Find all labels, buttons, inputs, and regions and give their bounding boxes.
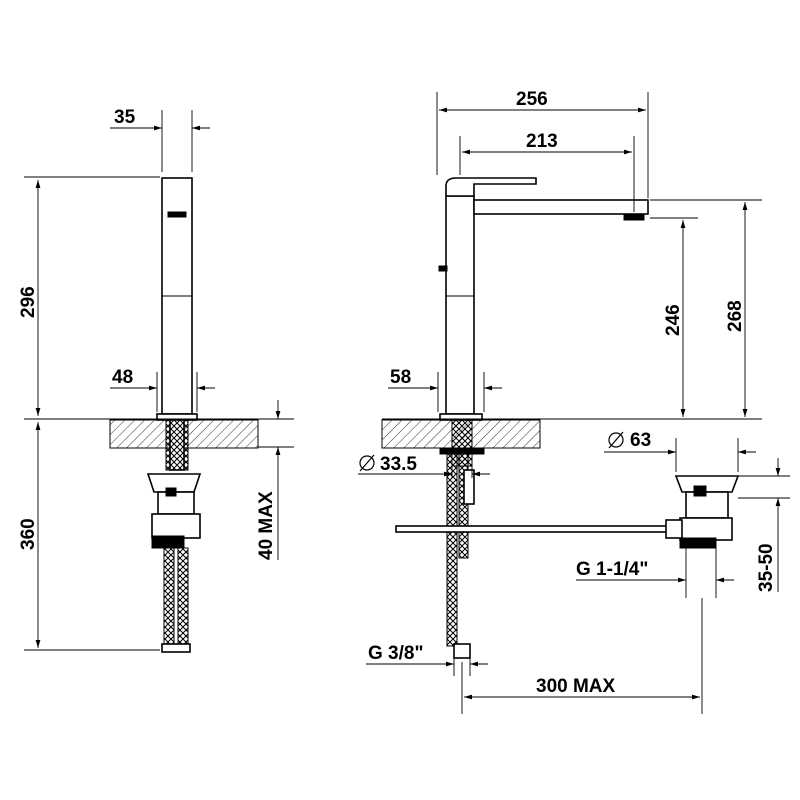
dim-drain-range: 35-50 xyxy=(756,543,777,592)
aerator-lever xyxy=(438,265,448,272)
dim-counter-max: 40 MAX xyxy=(256,491,277,560)
handle-lever xyxy=(445,177,537,197)
dim-below-counter: 360 xyxy=(18,518,39,550)
hose-left-2 xyxy=(177,547,189,647)
dim-height-left: 296 xyxy=(18,286,39,318)
dim-base-left: 48 xyxy=(112,367,133,388)
drain-nut xyxy=(151,513,201,539)
pull-rod xyxy=(463,469,475,505)
drain-plug xyxy=(165,487,177,497)
faucet-body-side xyxy=(445,195,475,415)
drain-tail xyxy=(151,535,185,549)
dim-hose-length: 300 MAX xyxy=(536,676,616,697)
handle-slot xyxy=(167,211,187,218)
hose-right-1 xyxy=(446,453,458,647)
hose-fitting-side xyxy=(453,643,471,659)
dim-spout-height: 246 xyxy=(663,304,684,336)
dim-drain-thread: G 1-1/4" xyxy=(576,559,648,580)
shank-thread xyxy=(165,419,189,471)
diameter-symbol xyxy=(608,431,624,449)
front-view: 35 296 48 360 40 MAX xyxy=(18,107,294,653)
dim-base-right: 58 xyxy=(390,367,411,388)
aerator xyxy=(623,213,645,221)
fixing-nut xyxy=(439,447,485,455)
side-view: 256 213 58 246 268 33.5 xyxy=(358,89,790,714)
hose-fitting xyxy=(161,643,191,653)
drain-flange-side xyxy=(674,475,740,493)
drain-nut-side xyxy=(679,517,733,541)
hose-left-1 xyxy=(163,547,175,647)
drain-plug-side xyxy=(693,485,707,497)
dim-overall-height: 268 xyxy=(725,300,746,332)
dim-drain-diameter: 63 xyxy=(630,430,651,451)
hose-right-2 xyxy=(458,453,469,559)
popup-rod xyxy=(395,525,671,533)
drain-body-side xyxy=(685,491,729,519)
dim-reach-spout: 213 xyxy=(526,131,558,152)
dim-hole-diameter: 33.5 xyxy=(380,454,417,475)
dim-spout-width: 35 xyxy=(114,107,136,128)
dim-hose-thread: G 3/8" xyxy=(368,643,423,664)
diameter-symbol xyxy=(359,454,375,472)
drain-tail-side xyxy=(679,537,717,549)
spout xyxy=(473,199,649,215)
dim-reach-total: 256 xyxy=(516,89,548,110)
drain-connector xyxy=(665,519,683,539)
